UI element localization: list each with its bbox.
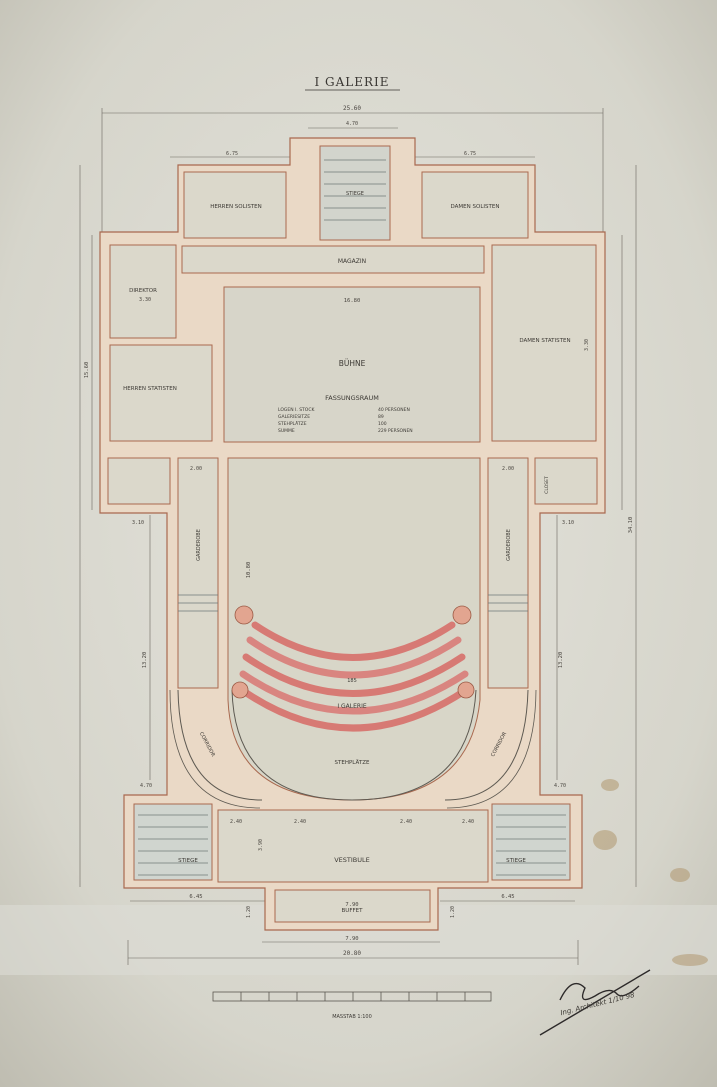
label-direktor: DIREKTOR [129, 288, 157, 294]
dim-corner-right: 3.10 [562, 520, 574, 526]
damen-statisten-room [491, 244, 597, 442]
dim-foyer-depth: 3.90 [258, 839, 264, 851]
dim-small-b: 1.20 [450, 906, 456, 918]
capacity-value: 89 [378, 414, 384, 420]
stair-treads [138, 159, 566, 876]
garderobe-left-room [177, 457, 219, 689]
damen-solisten-room [421, 171, 529, 239]
label-stiege-top: STIEGE [346, 191, 364, 197]
scale-label: MASSTAB 1:100 [332, 1014, 372, 1020]
scale-bar [212, 991, 492, 1002]
label-buffet: BUFFET [342, 908, 364, 914]
dim-side-right: 6.45 [501, 894, 514, 900]
stair-left-hall [133, 803, 213, 881]
label-herren-solisten: HERREN SOLISTEN [210, 204, 262, 210]
dim-stage-width: 16.80 [344, 298, 361, 304]
dim-vest-b: 2.40 [294, 819, 306, 825]
dim-wall-left: 3.30 [139, 297, 151, 303]
label-magazin: MAGAZIN [338, 258, 366, 265]
label-garderobe-right: GARDEROBE [506, 529, 512, 561]
magazin-room [181, 245, 485, 274]
label-galerie: I GALERIE [337, 703, 367, 710]
dim-side-left: 6.45 [189, 894, 202, 900]
capacity-label: GALERIESITZE [278, 414, 310, 420]
stage [223, 286, 481, 443]
capacity-table: LOGEN I. STOCK 40 PERSONEN GALERIESITZE … [278, 407, 413, 434]
capacity-label: LOGEN I. STOCK [278, 407, 315, 413]
label-stiege-left: STIEGE [178, 858, 198, 864]
dim-vest-d: 2.40 [462, 819, 474, 825]
dim-aisle-top-left: 2.00 [190, 466, 202, 472]
label-buehne: BÜHNE [339, 359, 366, 368]
label-damen-statisten: DAMEN STATISTEN [519, 338, 570, 344]
dim-lobby-depth-left: 13.20 [142, 652, 148, 669]
dimension-labels: 25.60 4.70 6.75 6.75 16.80 3.30 3.30 15.… [84, 105, 634, 957]
capacity-value: 229 PERSONEN [378, 428, 413, 434]
garderobe-right-room [487, 457, 529, 689]
dim-wall-right: 3.30 [584, 339, 590, 351]
seat-row [238, 686, 470, 732]
toilet-left [107, 457, 171, 505]
dim-stage-depth-left: 15.60 [84, 362, 90, 379]
dim-small-a: 1.20 [246, 906, 252, 918]
dim-vest-a: 2.40 [230, 819, 242, 825]
direktor-room [109, 244, 177, 339]
dim-stair-right: 4.70 [554, 783, 566, 789]
label-herren-statisten: HERREN STATISTEN [123, 386, 177, 392]
stair-right-hall [491, 803, 571, 881]
capacity-label: STEHPLÄTZE [278, 420, 307, 427]
label-fassungsraum: FASSUNGSRAUM [325, 394, 379, 402]
capacity-value: 100 [378, 421, 387, 427]
dim-wing-left: 6.75 [226, 151, 238, 157]
dim-auditorium-depth: 10.80 [246, 562, 252, 579]
seat-row [246, 636, 462, 679]
buffet-room [274, 889, 431, 923]
label-stiege-right: STIEGE [506, 858, 526, 864]
dim-buffet-width: 7.90 [345, 902, 358, 908]
label-garderobe-left: GARDEROBE [196, 529, 202, 561]
capacity-label: SUMME [278, 428, 295, 434]
dim-lobby-depth-right: 13.20 [558, 652, 564, 669]
dim-overall-width-bottom: 20.80 [343, 950, 361, 957]
seat-row [239, 670, 469, 715]
dim-overall-depth: 34.10 [628, 517, 634, 534]
label-closet: CLOSET [544, 476, 550, 494]
label-damen-solisten: DAMEN SOLISTEN [451, 204, 500, 210]
seat-row [251, 621, 456, 661]
toilet-right [534, 457, 598, 505]
stair-top [319, 145, 391, 241]
dim-vest-c: 2.40 [400, 819, 412, 825]
label-vestibule: VESTIBULE [334, 856, 370, 864]
capacity-value: 40 PERSONEN [378, 407, 410, 413]
dim-stair-left: 4.70 [140, 783, 152, 789]
columns [231, 605, 475, 699]
dim-overall-width-top: 25.60 [343, 105, 361, 112]
signature-mark [539, 969, 651, 1036]
dim-wing-right: 6.75 [464, 151, 476, 157]
herren-statisten-room [109, 344, 213, 442]
label-stehplaetze: STEHPLÄTZE [335, 759, 370, 766]
dim-buffet-width-lower: 7.90 [345, 936, 358, 942]
dim-aisle-top-right: 2.00 [502, 466, 514, 472]
plan-title: I GALERIE [314, 75, 389, 89]
seat-rows [238, 621, 470, 732]
herren-solisten-room [183, 171, 287, 239]
dim-corner-left: 3.10 [132, 520, 144, 526]
dim-tower-width: 4.70 [346, 121, 358, 127]
vestibule-room [217, 809, 489, 883]
seat-count: 185 [347, 678, 357, 684]
auditorium-curves [169, 689, 537, 809]
seat-row [242, 653, 466, 697]
